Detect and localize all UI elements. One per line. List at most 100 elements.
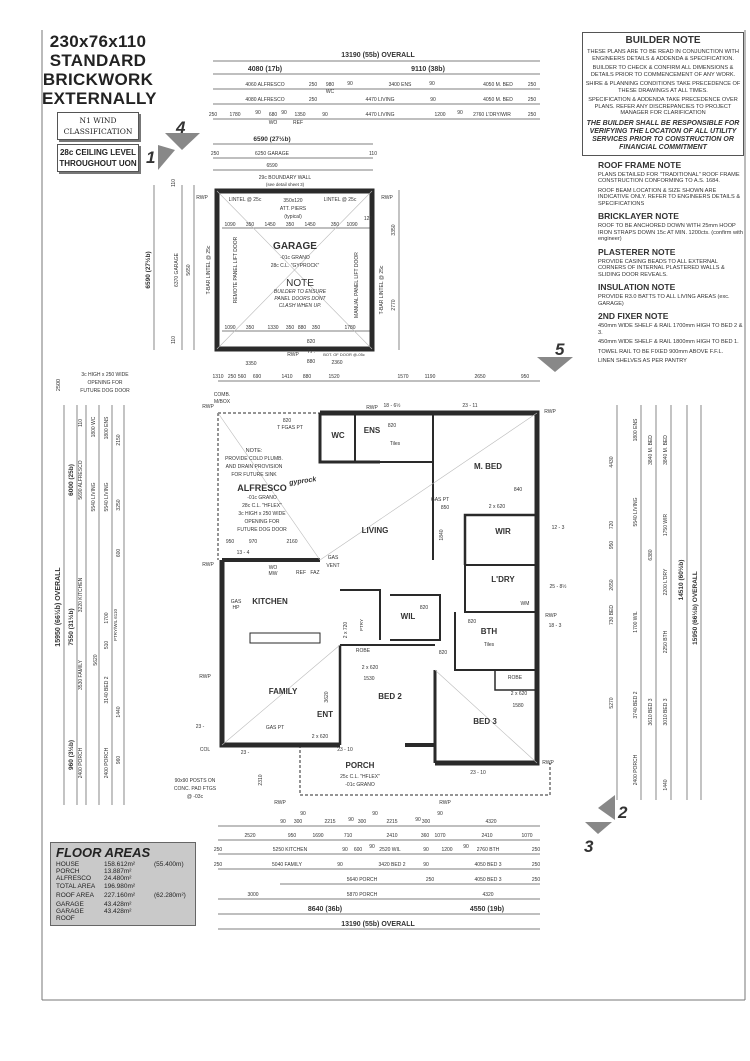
house-external-wall [320,410,540,766]
floor-area-label: PORCH [56,868,80,876]
dimension-left-label: 5650 [186,264,192,275]
plan-annotation: VENT [326,563,339,569]
dimension-bottom-label: 4050 BED 3 [475,877,502,883]
dimension-bottom-label: 950 [288,833,297,839]
dimension-left-label: 110 [78,419,84,427]
dimension-mid-label: 1570 [397,374,408,380]
dimension-top-label: 9110 (38b) [411,66,445,73]
plan-annotation: 2 x 620 [511,691,528,697]
room-label: WIL [401,612,416,621]
dimension-bottom-label: 1070 [434,833,445,839]
plan-annotation: 350x120 [283,198,302,204]
dimension-top-label: 4050 M. BED [483,97,513,103]
dimension-mid-label: 1410 [281,374,292,380]
dimension-left-label: 960 (3½b) [67,740,75,770]
dimension-bottom-label: 90 [423,862,429,868]
dimension-bottom-label: 4320 [482,892,493,898]
dimension-garage-label: 6590 [266,163,277,169]
dimension-bottom-label: 250 [532,877,541,883]
dimension-bottom-label: 710 [344,833,353,839]
dimension-right-label: 2250 BTH [663,630,669,653]
dimension-top-label: 250 [309,82,318,88]
floor-area-value: 13.887m² [104,868,132,876]
dimension-bottom-label: 90 [415,817,421,823]
dimension-bottom-label: 2520 WIL [379,847,401,853]
dimension-top-label: 250 [528,97,537,103]
room-label: ENS [364,426,381,435]
dimension-left-label: 6370 GARAGE [174,252,180,287]
plan-annotation: HP [233,605,241,611]
wil-walls [390,594,441,641]
room-label: BED 3 [473,717,497,726]
room-label: WC [331,431,345,440]
dimension-garage-label: 1450 [264,222,275,228]
dimension-garage-label: 1090 [346,222,357,228]
plan-annotation: RWP [542,760,554,766]
dimension-top-label: 90 [430,97,436,103]
room-label: LIVING [362,526,389,535]
floor-area-extra: (55.400m) [154,861,184,868]
dimension-bottom-label: 3000 [247,892,258,898]
dimension-bottom-label: 250 [532,847,541,853]
ens-walls [380,413,434,463]
room-label: ROBE [508,675,523,681]
floor-area-value: 43.428m² [104,901,132,909]
room-label: ROBE [356,648,371,654]
dimension-top-label: 1200 [434,112,445,118]
plan-annotation: RWP [196,195,208,201]
title-line: EXTERNALLY [42,89,157,108]
dimension-top-label: REF [293,120,303,126]
dimension-bottom-label: 90 [280,819,286,825]
dimension-bottom-label: 4550 (19b) [470,906,504,913]
plan-annotation: RWP [545,613,557,619]
dimension-bottom-label: 4050 BED 3 [475,862,502,868]
section-marker-3: 3 [584,837,594,856]
dimension-right-label: 3010 BED 3 [663,698,669,725]
note-text: PROVIDE CASING BEADS TO ALL EXTERNAL COR… [598,258,725,278]
dimension-garage-label: 2770 [391,299,397,310]
title-line: BRICKWORK [42,70,154,89]
plan-annotation: 90x90 POSTS ON [175,778,216,784]
plan-annotation: 23 - [196,724,205,730]
dimension-top-label: 4060 ALFRESCO [245,82,284,88]
dimension-left-label: 3250 [116,499,122,510]
dimension-bottom-label: 5640 PORCH [347,877,378,883]
dimension-bottom-label: 3420 BED 2 [379,862,406,868]
plan-annotation: GAS [231,599,242,605]
room-label: GARAGE [273,241,317,252]
note-text: PROVIDE R3.0 BATTS TO ALL LIVING AREAS (… [598,294,730,307]
plan-annotation: 23 - 11 [462,403,477,409]
dimension-bottom-label: 90 [348,817,354,823]
walls [214,188,551,796]
plan-annotation: 2 x 620 [489,504,506,510]
plan-annotation: 25 - 8½ [550,583,568,590]
plan-annotation: 12 - 3 [552,525,565,531]
dimension-garage-label: 1450 [304,222,315,228]
plan-annotation: T-BAR LINTEL @ 25c [206,245,212,294]
note-text: ROOF TO BE ANCHORED DOWN WITH 25mm HOOP … [598,223,743,242]
dimension-top-label: WC [326,89,335,95]
plan-annotation: CLASH WHEN UP. [279,303,321,309]
builder-note-title: BUILDER NOTE [625,35,701,46]
dimension-garage-label: 2360 [331,360,342,366]
room-label: FAMILY [269,687,298,696]
room-label: KITCHEN [252,597,288,606]
dimension-left-label: 6000 (25b) [68,464,75,496]
dimension-left-label: 7550 (31½b) [67,608,75,645]
plan-annotation: 23 - 10 [470,770,486,776]
dimension-left-label: 600 [116,549,122,558]
dimension-garage-label: 250 [211,151,220,157]
dimension-bottom-label: 2520 [244,833,255,839]
dimension-left-label: 5540 LIVING [91,482,97,511]
title-block: 230x76x110 STANDARD BRICKWORK EXTERNALLY… [42,32,157,172]
plan-annotation: REMOTE PANEL LIFT DOOR [233,236,239,303]
plan-annotation: 3620 [324,691,330,702]
dimension-garage-label: 1780 [344,325,355,331]
plan-annotation: RWP [381,195,393,201]
dimension-bottom-label: 1200 [441,847,452,853]
dimension-bottom-label: 90 [372,811,378,817]
